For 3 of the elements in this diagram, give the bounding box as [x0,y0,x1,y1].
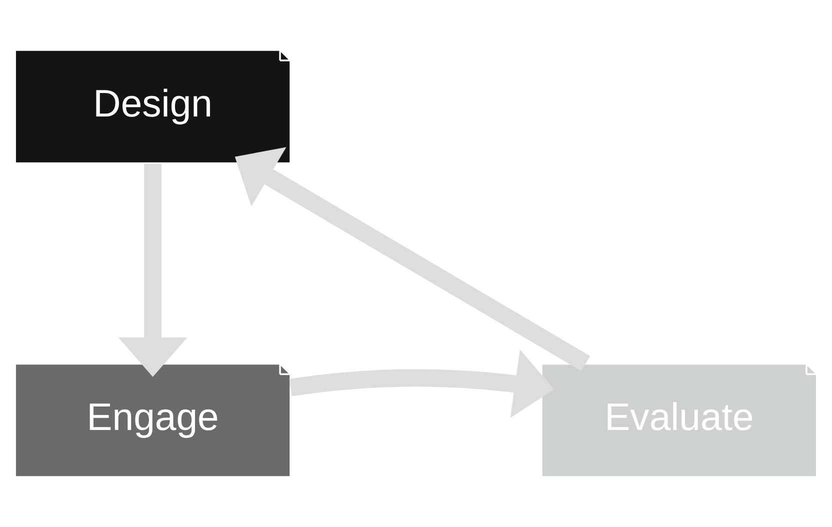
arrow [289,350,554,418]
arrow [118,164,188,377]
arrow [234,147,590,372]
